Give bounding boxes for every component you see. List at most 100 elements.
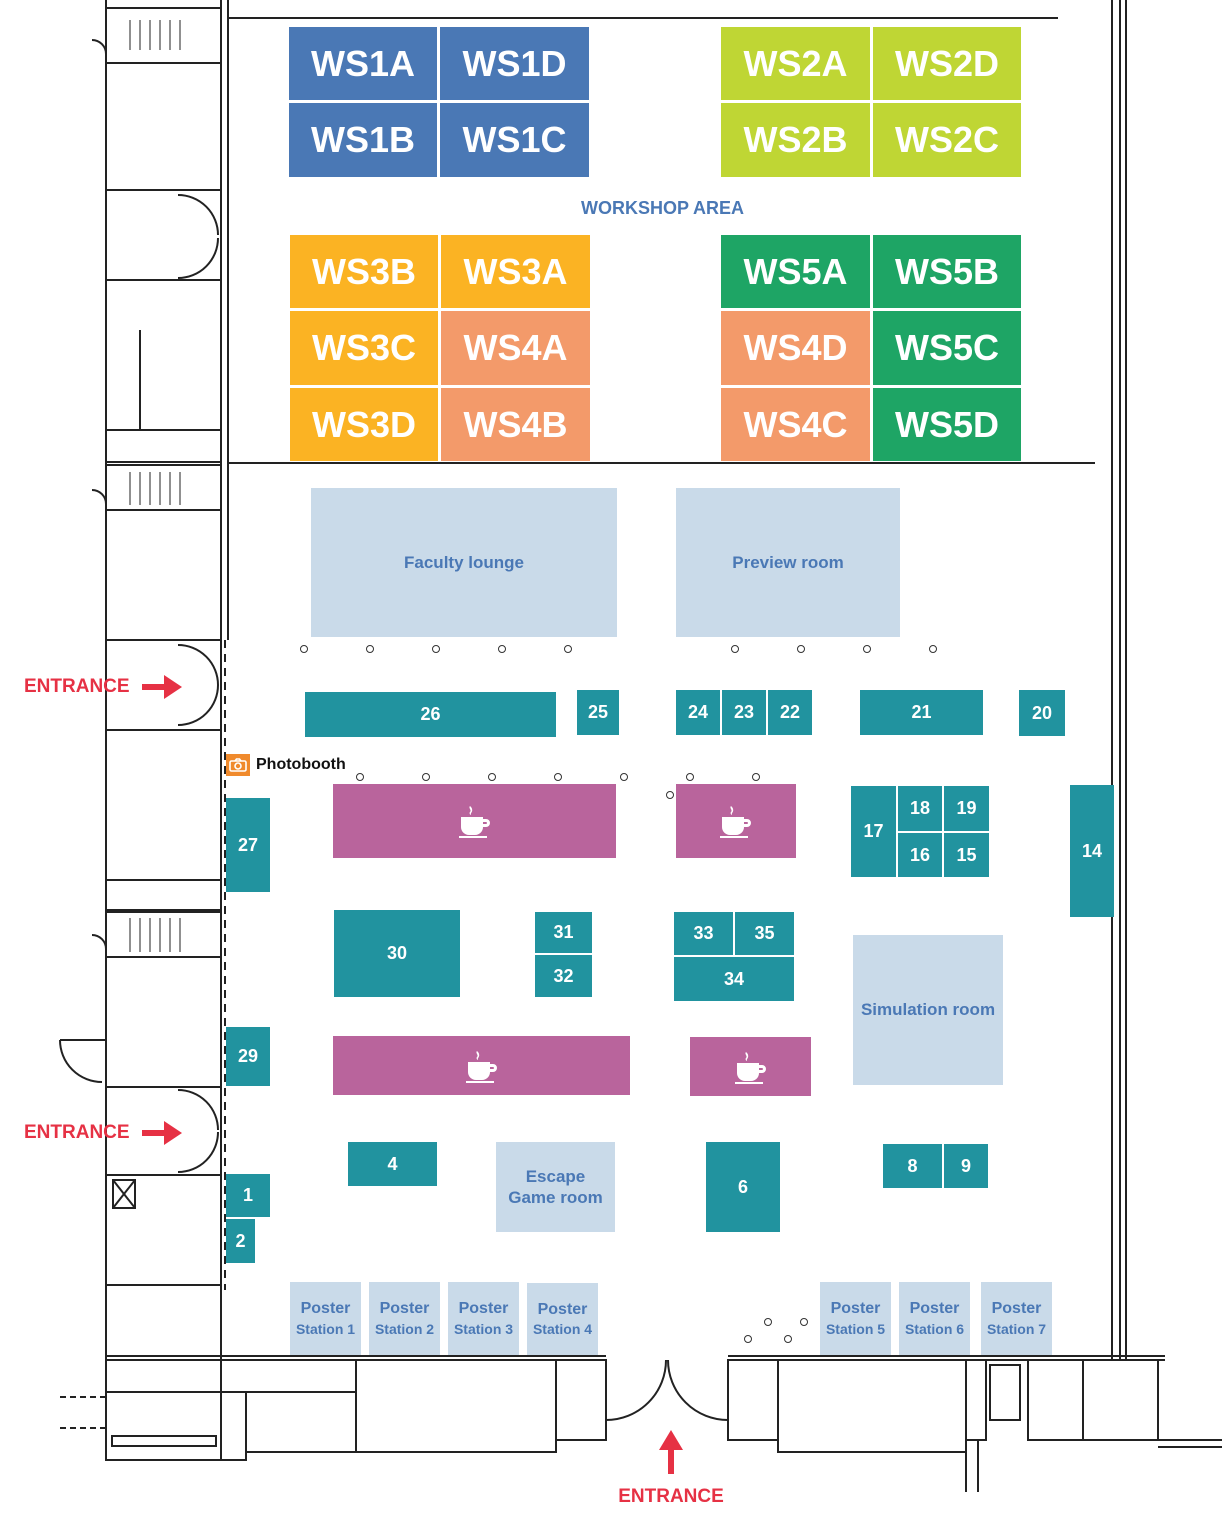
booth-35[interactable]: 35 xyxy=(735,912,794,955)
booth-21[interactable]: 21 xyxy=(860,690,983,735)
booth-9[interactable]: 9 xyxy=(944,1144,988,1188)
workshop-ws1a[interactable]: WS1A xyxy=(289,27,437,100)
booth-6[interactable]: 6 xyxy=(706,1142,780,1232)
workshop-ws2c[interactable]: WS2C xyxy=(873,103,1021,177)
cafe-area-3[interactable] xyxy=(333,1036,630,1095)
arrow-icon xyxy=(659,1430,683,1474)
escape-game-label-line2: Game room xyxy=(508,1188,603,1207)
poster-label-line2: Station 6 xyxy=(904,1320,965,1337)
booth-17[interactable]: 17 xyxy=(851,786,896,877)
poster-station-2[interactable]: Poster Station 2 xyxy=(369,1282,440,1355)
booth-29[interactable]: 29 xyxy=(226,1027,270,1086)
workshop-ws4d[interactable]: WS4D xyxy=(721,311,870,385)
booth-23[interactable]: 23 xyxy=(722,690,766,735)
pillar xyxy=(800,1318,808,1326)
workshop-ws5d[interactable]: WS5D xyxy=(873,388,1021,461)
poster-label-line1: Poster xyxy=(379,1300,430,1317)
pillar xyxy=(666,791,674,799)
workshop-ws4c[interactable]: WS4C xyxy=(721,388,870,461)
entrance-west-upper[interactable]: ENTRANCE xyxy=(24,673,182,701)
workshop-ws5b[interactable]: WS5B xyxy=(873,235,1021,308)
workshop-ws1c[interactable]: WS1C xyxy=(440,103,589,177)
booth-34[interactable]: 34 xyxy=(674,957,794,1001)
entrance-south[interactable]: ENTRANCE xyxy=(606,1428,736,1508)
poster-label-line1: Poster xyxy=(458,1300,509,1317)
booth-8[interactable]: 8 xyxy=(883,1144,942,1188)
booth-30[interactable]: 30 xyxy=(334,910,460,997)
poster-label-line1: Poster xyxy=(909,1300,960,1317)
cafe-area-2[interactable] xyxy=(676,784,796,858)
pillar xyxy=(554,773,562,781)
escape-game-label-line1: Escape xyxy=(525,1166,586,1186)
workshop-ws3b[interactable]: WS3B xyxy=(290,235,438,308)
cafe-area-4[interactable] xyxy=(690,1037,811,1096)
poster-station-7[interactable]: Poster Station 7 xyxy=(981,1282,1052,1355)
pillar xyxy=(498,645,506,653)
poster-label-line2: Station 7 xyxy=(986,1320,1047,1337)
preview-room[interactable]: Preview room xyxy=(676,488,900,637)
entrance-label: ENTRANCE xyxy=(24,1122,130,1143)
workshop-ws2d[interactable]: WS2D xyxy=(873,27,1021,100)
workshop-ws5c[interactable]: WS5C xyxy=(873,311,1021,385)
simulation-room[interactable]: Simulation room xyxy=(853,935,1003,1085)
workshop-ws3a[interactable]: WS3A xyxy=(441,235,590,308)
booth-33[interactable]: 33 xyxy=(674,912,733,955)
poster-label-line1: Poster xyxy=(300,1300,351,1317)
workshop-ws3c[interactable]: WS3C xyxy=(290,311,438,385)
pillar xyxy=(300,645,308,653)
entrance-label: ENTRANCE xyxy=(618,1486,724,1507)
booth-22[interactable]: 22 xyxy=(768,690,812,735)
camera-icon xyxy=(226,754,250,776)
workshop-ws5a[interactable]: WS5A xyxy=(721,235,870,308)
entrance-label: ENTRANCE xyxy=(24,676,130,697)
arrow-icon xyxy=(141,675,182,699)
booth-31[interactable]: 31 xyxy=(535,912,592,953)
coffee-cup-icon xyxy=(465,1050,497,1083)
booth-24[interactable]: 24 xyxy=(676,690,720,735)
faculty-lounge[interactable]: Faculty lounge xyxy=(311,488,617,637)
booth-2[interactable]: 2 xyxy=(226,1219,255,1263)
booth-18[interactable]: 18 xyxy=(898,786,942,831)
entrance-west-lower[interactable]: ENTRANCE xyxy=(24,1119,182,1147)
booth-25[interactable]: 25 xyxy=(577,690,619,735)
escape-game-room[interactable]: Escape Game room xyxy=(496,1142,615,1232)
coffee-cup-icon xyxy=(720,806,751,838)
poster-station-5[interactable]: Poster Station 5 xyxy=(820,1282,891,1355)
pillar xyxy=(422,773,430,781)
poster-station-6[interactable]: Poster Station 6 xyxy=(899,1282,970,1355)
coffee-cup-icon xyxy=(458,806,490,838)
workshop-ws1b[interactable]: WS1B xyxy=(289,103,437,177)
booth-4[interactable]: 4 xyxy=(348,1142,437,1186)
pillar xyxy=(366,645,374,653)
booth-15[interactable]: 15 xyxy=(944,833,989,877)
workshop-ws3d[interactable]: WS3D xyxy=(290,388,438,461)
booth-27[interactable]: 27 xyxy=(226,798,270,892)
poster-label-line2: Station 1 xyxy=(295,1320,356,1337)
photobooth[interactable]: Photobooth xyxy=(226,754,346,776)
poster-station-1[interactable]: Poster Station 1 xyxy=(290,1282,361,1355)
pillar xyxy=(564,645,572,653)
cafe-area-1[interactable] xyxy=(333,784,616,858)
booth-16[interactable]: 16 xyxy=(898,833,942,877)
workshop-ws4a[interactable]: WS4A xyxy=(441,311,590,385)
workshop-ws1d[interactable]: WS1D xyxy=(440,27,589,100)
booth-14[interactable]: 14 xyxy=(1070,785,1114,917)
workshop-ws2a[interactable]: WS2A xyxy=(721,27,870,100)
pillar xyxy=(752,773,760,781)
poster-label-line1: Poster xyxy=(537,1300,588,1318)
booth-32[interactable]: 32 xyxy=(535,955,592,997)
pillar xyxy=(797,645,805,653)
pillar xyxy=(356,773,364,781)
arrow-icon xyxy=(141,1121,182,1145)
workshop-ws4b[interactable]: WS4B xyxy=(441,388,590,461)
booth-26[interactable]: 26 xyxy=(305,692,556,737)
poster-station-3[interactable]: Poster Station 3 xyxy=(448,1282,519,1355)
workshop-ws2b[interactable]: WS2B xyxy=(721,103,870,177)
poster-station-4[interactable]: Poster Station 4 xyxy=(527,1283,598,1355)
poster-label-line2: Station 4 xyxy=(532,1321,593,1338)
booth-20[interactable]: 20 xyxy=(1019,690,1065,736)
pillar xyxy=(784,1335,792,1343)
pillar xyxy=(764,1318,772,1326)
booth-19[interactable]: 19 xyxy=(944,786,989,831)
booth-1[interactable]: 1 xyxy=(226,1174,270,1217)
